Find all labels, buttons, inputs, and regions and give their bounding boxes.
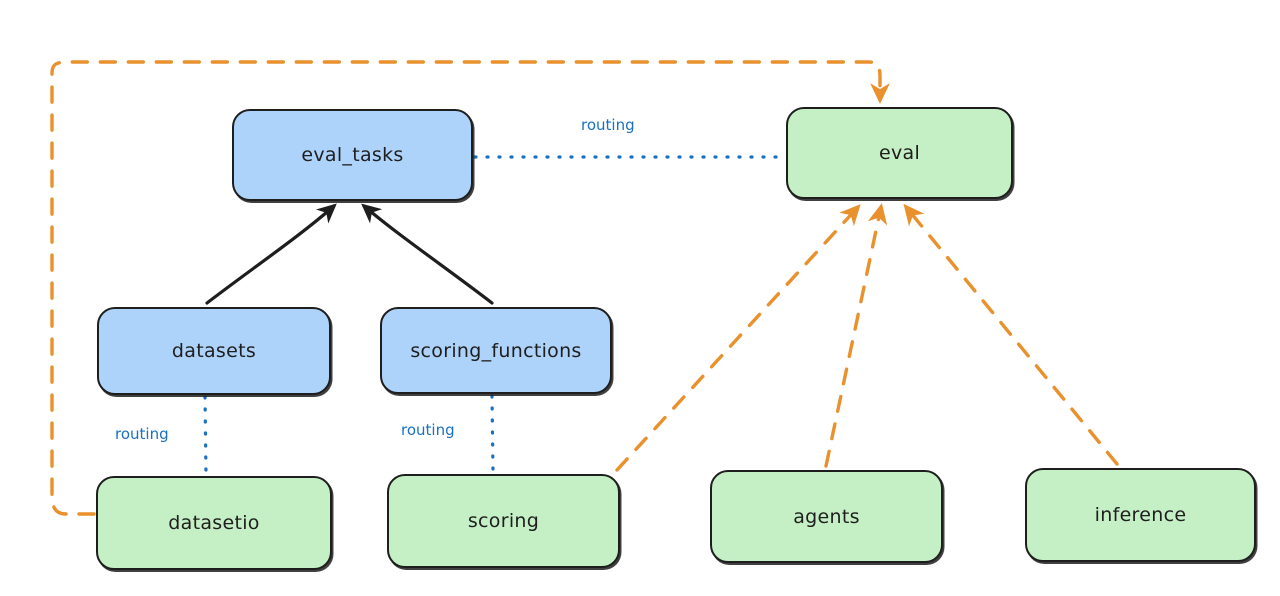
node-label: eval_tasks [301, 144, 404, 166]
edge-agents-to-eval [824, 203, 888, 468]
node-scoring[interactable]: scoring [387, 474, 620, 568]
node-datasetio[interactable]: datasetio [96, 476, 332, 570]
edge-datasets-to-datasetio [203, 395, 208, 476]
node-eval-tasks[interactable]: eval_tasks [232, 109, 473, 201]
node-label: datasets [171, 340, 257, 362]
node-inference[interactable]: inference [1025, 468, 1256, 562]
node-scoring-functions[interactable]: scoring_functions [380, 307, 612, 394]
node-label: agents [793, 505, 860, 528]
edge-datasetio-to-eval [50, 60, 890, 516]
edge-label-routing-scoring-functions: routing [398, 421, 458, 439]
node-label: scoring_functions [410, 339, 582, 362]
edge-label-routing-datasets: routing [112, 425, 172, 443]
node-label: eval [878, 142, 921, 164]
edge-inference-to-eval [903, 203, 1119, 466]
node-label: inference [1094, 504, 1187, 526]
edge-datasets-to-eval-tasks [205, 203, 337, 305]
edge-label-routing-eval-tasks: routing [578, 116, 638, 134]
node-eval[interactable]: eval [786, 107, 1013, 199]
node-label: scoring [467, 510, 540, 532]
node-label: datasetio [168, 512, 260, 534]
node-datasets[interactable]: datasets [97, 307, 331, 395]
node-agents[interactable]: agents [710, 470, 943, 563]
edge-scoring-functions-to-eval-tasks [361, 203, 494, 305]
edge-scoring-functions-to-scoring [490, 394, 495, 474]
edge-scoring-to-eval [615, 204, 861, 472]
